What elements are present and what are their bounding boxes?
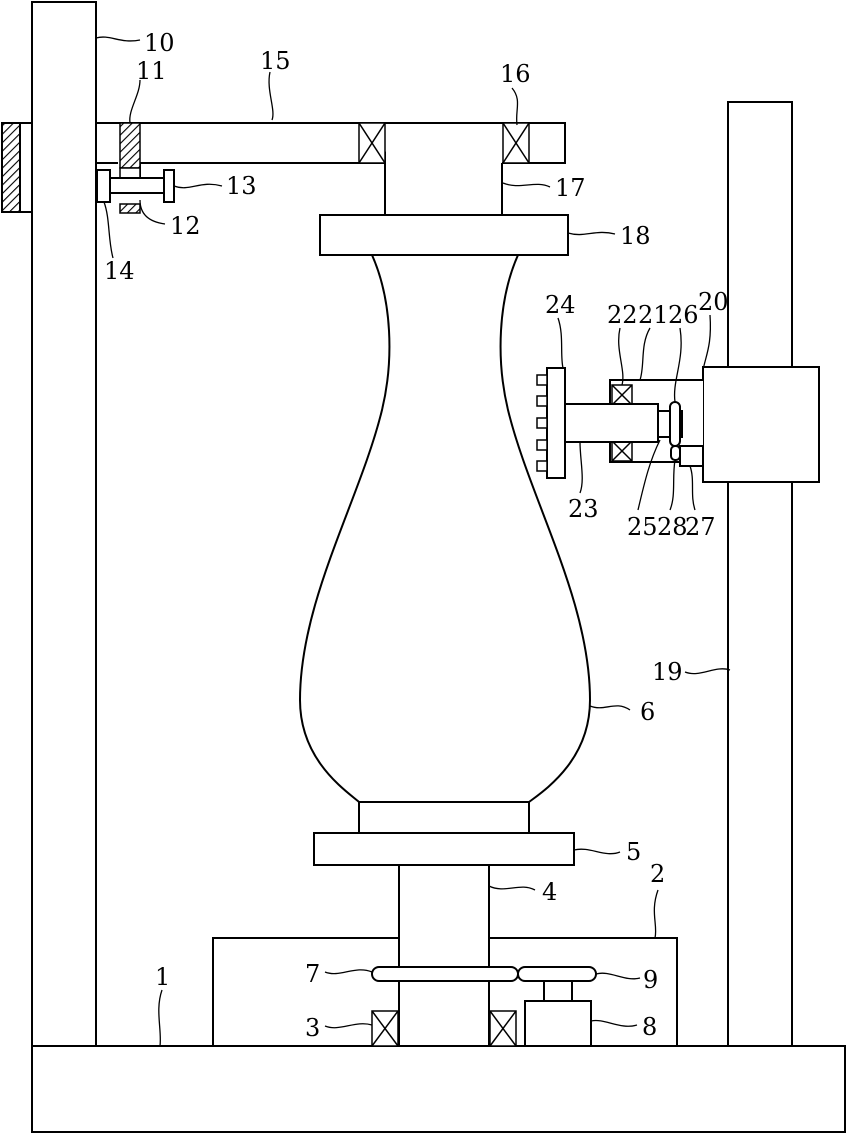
vertical-shaft [399,865,489,1046]
gear-7 [372,967,518,981]
upper-plate [320,215,568,255]
upper-right-bearing [503,123,529,163]
motor-shaft [544,981,572,1001]
label-10: 10 [144,29,175,57]
label-6: 6 [640,698,655,726]
label-25: 25 [627,513,658,541]
label-16: 16 [500,60,531,88]
bolt-knob-13 [164,170,174,202]
vase-body [300,255,590,802]
slider-block [703,367,819,482]
hatched-sleeve [120,123,140,168]
label-1: 1 [155,963,170,991]
label-15: 15 [260,47,291,75]
label-22: 22 [607,301,638,329]
label-19: 19 [652,658,683,686]
small-gear-26 [670,402,680,446]
label-4: 4 [542,878,557,906]
label-26: 26 [668,301,699,329]
vase-base [359,802,529,833]
base-plate [32,1046,845,1132]
polishing-shaft [565,404,658,442]
upper-left-bearing [359,123,385,163]
label-12: 12 [170,212,201,240]
label-7: 7 [305,960,320,988]
label-11: 11 [136,57,167,85]
lower-left-bearing [372,1011,398,1046]
small-gear-28 [671,446,680,460]
gear-9 [518,967,596,981]
lower-plate [314,833,574,865]
polishing-teeth [537,375,547,471]
label-8: 8 [642,1013,657,1041]
left-column [32,2,96,1046]
label-9: 9 [643,966,658,994]
lower-right-bearing [490,1011,516,1046]
label-18: 18 [620,222,651,250]
label-27: 27 [685,513,716,541]
label-13: 13 [226,172,257,200]
label-21: 21 [638,301,669,329]
small-motor-27 [680,446,703,466]
sleeve-bottom-hatch [120,204,140,213]
label-23: 23 [568,495,599,523]
label-14: 14 [104,257,135,285]
label-3: 3 [305,1014,320,1042]
label-5: 5 [626,838,641,866]
right-column [728,102,792,1046]
label-20: 20 [698,288,729,316]
left-column-gap [20,123,32,212]
polishing-head [547,368,565,478]
bolt-head-14 [97,170,110,202]
bolt-shaft-12 [110,178,165,193]
bracket-top-bearing [612,385,632,405]
label-2: 2 [650,860,665,888]
label-24: 24 [545,291,576,319]
left-hatched-block [2,123,20,212]
label-28: 28 [657,513,688,541]
motor [525,1001,591,1046]
bracket-bottom-bearing [612,441,632,461]
label-17: 17 [555,174,586,202]
